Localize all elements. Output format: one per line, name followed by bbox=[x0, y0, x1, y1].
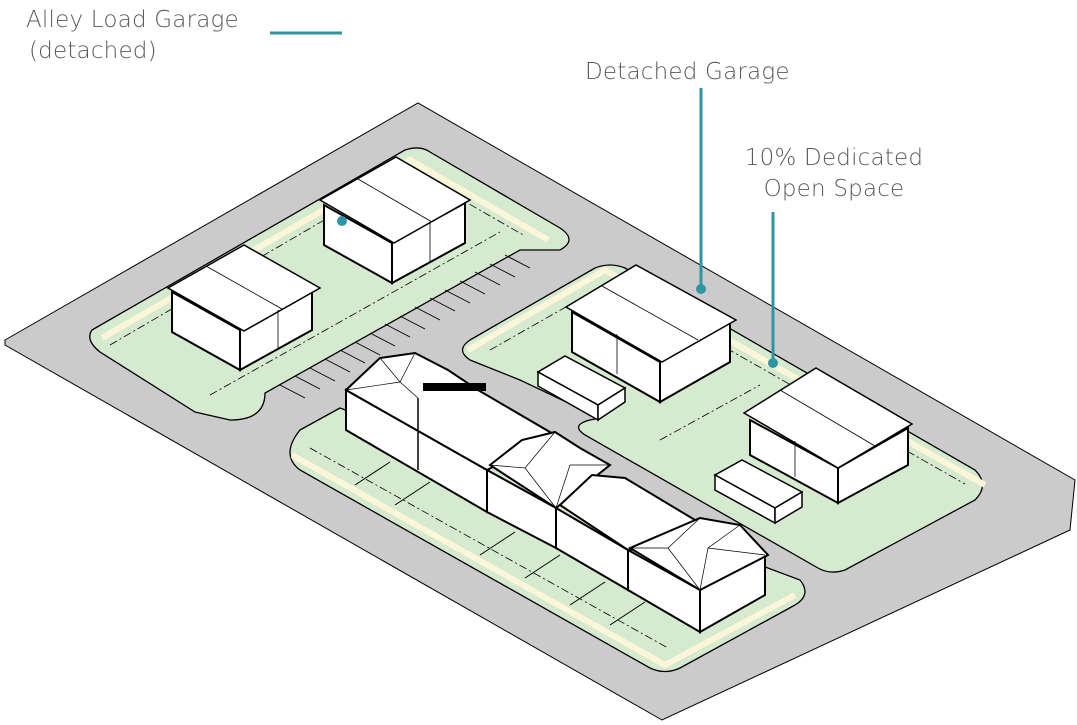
left-lot-line-2 bbox=[209, 231, 501, 396]
alley-garage-label-line1: Alley Load Garage bbox=[26, 7, 239, 33]
alley-load-garage-label: Alley Load Garage (detached) bbox=[26, 5, 239, 67]
right-garage-1 bbox=[564, 264, 738, 404]
shed-1 bbox=[536, 355, 627, 422]
parking-stripes bbox=[279, 254, 531, 399]
open-space-label: 10% Dedicated Open Space bbox=[736, 143, 932, 205]
townhouse-row bbox=[344, 351, 770, 634]
open-space-callout-dot bbox=[768, 358, 778, 368]
open-space-label-line2: Open Space bbox=[763, 176, 905, 202]
shed-2 bbox=[713, 459, 804, 525]
alley-garage-label-line2: (detached) bbox=[29, 38, 157, 64]
left-garage-1 bbox=[166, 244, 322, 372]
bottom-lot-line bbox=[309, 447, 669, 649]
detached-garage-label: Detached Garage bbox=[585, 59, 790, 85]
chimney-bar bbox=[423, 383, 486, 391]
detached-garage-callout-dot bbox=[696, 284, 706, 294]
alley-garage-callout-dot bbox=[337, 216, 347, 226]
driveway-stripes bbox=[354, 461, 646, 626]
bottom-block-sidewalk bbox=[290, 452, 797, 669]
open-space-label-line1: 10% Dedicated bbox=[744, 145, 924, 171]
right-garage-2 bbox=[742, 367, 914, 505]
right-lot-line-2 bbox=[659, 384, 761, 441]
